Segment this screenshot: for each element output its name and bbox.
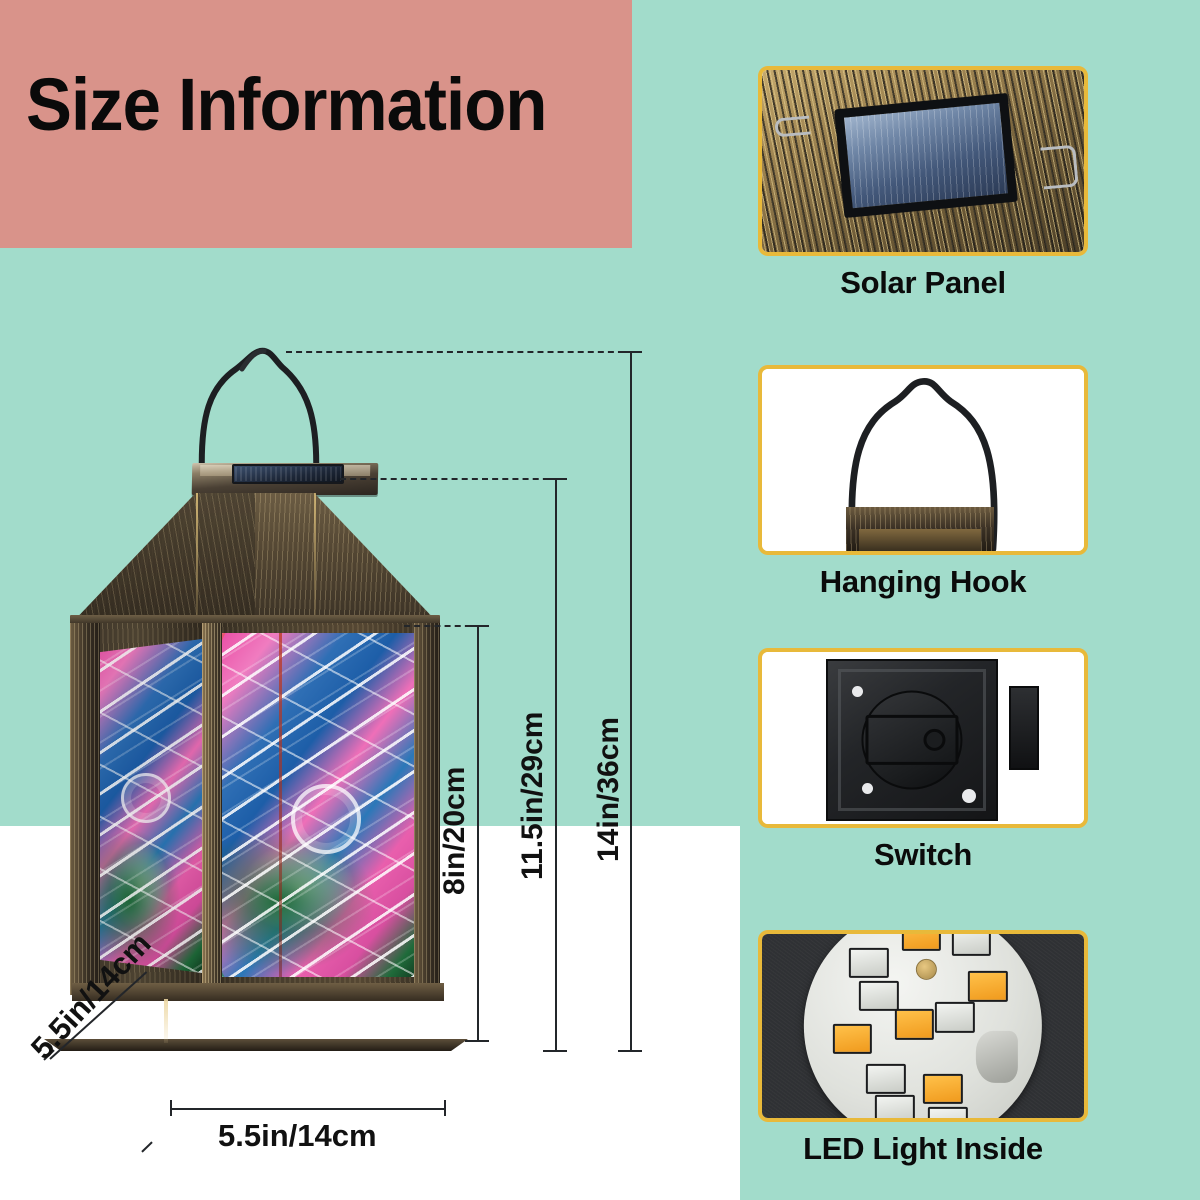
- hanging-hook-photo: [758, 365, 1088, 555]
- feature-label-switch: Switch: [873, 837, 973, 872]
- painted-glass-panel-front: [220, 633, 416, 977]
- title-banner: Size Information: [0, 0, 632, 248]
- solar-panel-photo: [758, 66, 1088, 256]
- dimension-line-glass-height: [477, 625, 479, 1040]
- feature-card-switch[interactable]: Switch: [758, 648, 1088, 873]
- dimension-label-total-height: 14in/36cm: [592, 716, 625, 862]
- dimension-label-glass-height: 8in/20cm: [438, 766, 471, 895]
- feature-label-led-light: LED Light Inside: [803, 1131, 1043, 1166]
- dimension-cap-bottom-115in: [543, 1050, 567, 1052]
- dimension-cap-bottom-8in: [465, 1040, 489, 1042]
- dimension-label-width: 5.5in/14cm: [218, 1118, 377, 1153]
- dimension-cap-bottom-14in: [618, 1050, 642, 1052]
- led-pcb-disc: [803, 934, 1043, 1118]
- lantern-base: [44, 983, 468, 1069]
- lantern-roof: [70, 493, 440, 627]
- dimension-line-body-height: [555, 478, 557, 1050]
- dimension-cap-top-115in: [543, 478, 567, 480]
- feature-label-solar-panel: Solar Panel: [840, 265, 1006, 300]
- led-board-photo: [758, 930, 1088, 1122]
- lantern-body: [70, 623, 440, 995]
- dimension-cap-width-left: [170, 1100, 172, 1116]
- product-lantern: [40, 345, 468, 1085]
- hanging-hook-icon: [198, 347, 320, 480]
- solar-panel: [232, 464, 344, 484]
- switch-photo: [758, 648, 1088, 828]
- dimension-line-total-height: [630, 351, 632, 1050]
- leader-line-glass-top: [404, 625, 481, 627]
- dimension-cap-top-14in: [618, 351, 642, 353]
- dimension-cap-width-right: [444, 1100, 446, 1116]
- feature-card-hanging-hook[interactable]: Hanging Hook: [758, 365, 1088, 600]
- leader-line-topplate: [340, 478, 559, 480]
- dimension-line-width: [170, 1108, 445, 1110]
- painted-glass-panel-left: [98, 639, 202, 973]
- dimension-cap-top-8in: [465, 625, 489, 627]
- leader-line-top: [286, 351, 634, 353]
- feature-card-led-light[interactable]: LED Light Inside: [758, 930, 1088, 1167]
- dimension-label-body-height: 11.5in/29cm: [516, 711, 549, 880]
- feature-card-solar-panel[interactable]: Solar Panel: [758, 66, 1088, 301]
- page-title: Size Information: [26, 63, 547, 146]
- feature-label-hanging-hook: Hanging Hook: [819, 564, 1027, 599]
- hook-wire-icon: [848, 378, 998, 551]
